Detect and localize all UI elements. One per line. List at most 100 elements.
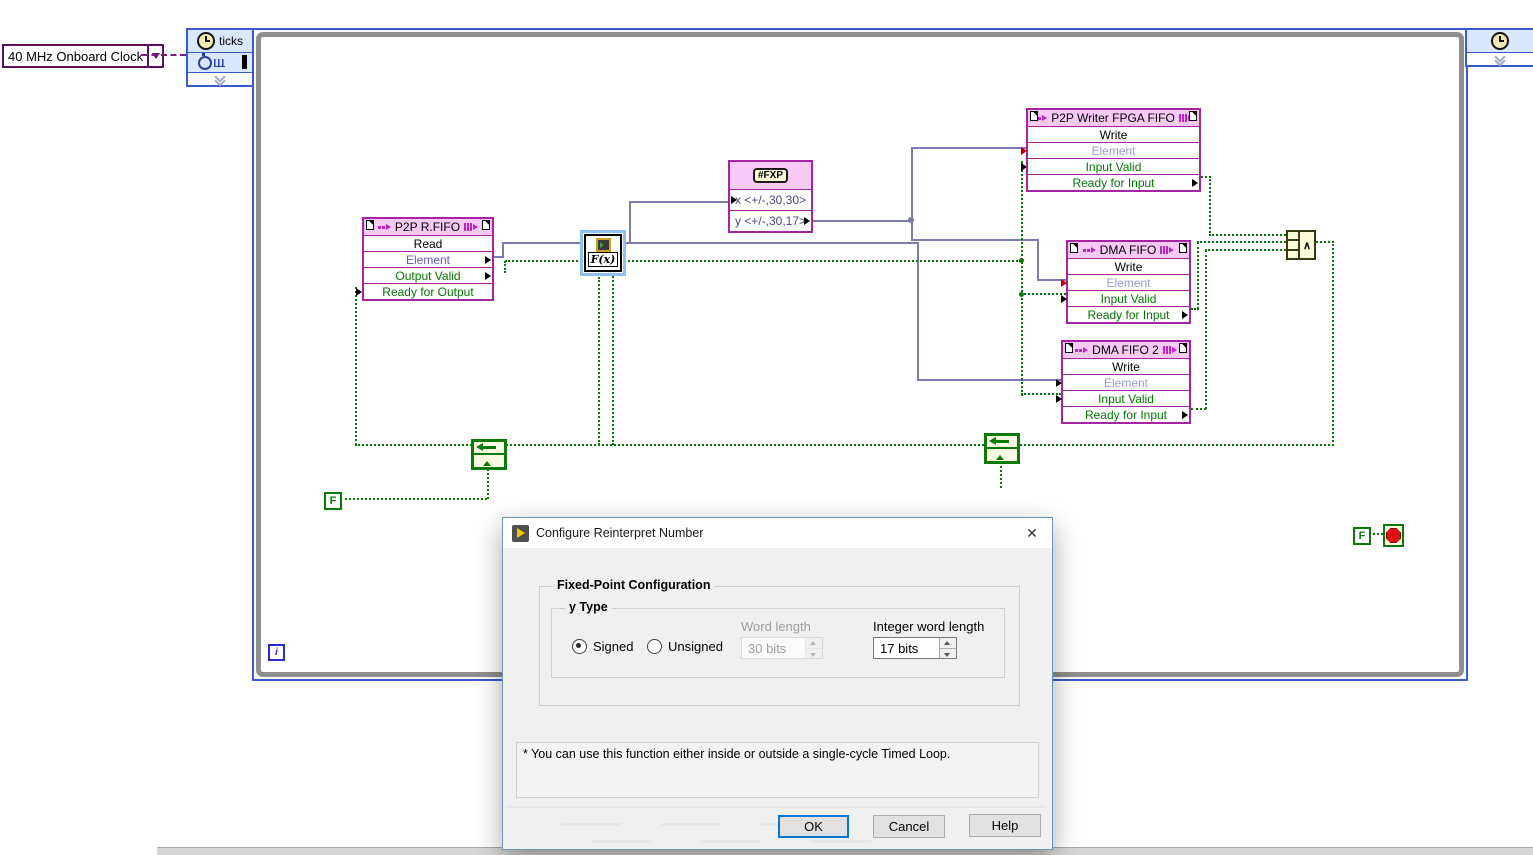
feedback-enable-terminal [483,461,491,466]
input-terminal-icon [1021,162,1027,171]
wire-reinterpret-out [620,242,919,244]
stop-sign-icon [1386,528,1401,543]
integer-word-length-spin-buttons[interactable] [939,638,956,658]
close-icon[interactable]: ✕ [1026,524,1038,541]
wire-rfi3-rise [1205,250,1207,409]
y-type-group: y Type [551,600,1005,678]
clock-dropdown[interactable] [147,46,162,66]
wire-to-fxp-x [629,201,728,203]
spin-down-icon[interactable] [940,648,956,658]
dma-fifo2-title: DMA FIFO 2 [1092,343,1159,357]
word-length-spinner: 30 bits [741,637,823,659]
dma-fifo-title: DMA FIFO [1099,243,1157,257]
method-row: Read [364,236,492,252]
ticks-label: ticks [219,34,243,48]
feedback-node-1[interactable] [471,439,507,470]
ready-for-output-row: Ready for Output [356,284,492,299]
timed-loop-input-node[interactable]: ticks [186,28,254,87]
wire-to-readyforoutput [355,287,357,445]
dogear-icon [482,220,490,230]
dogear-icon [1030,111,1038,121]
wire-and-drop [1332,241,1334,446]
wire-rfi2-rise [1197,242,1199,309]
wire-y-drop [1037,240,1039,281]
feedback-enable-terminal [996,455,1004,460]
integer-word-length-spinner[interactable]: 17 bits [873,637,957,659]
feedback-divider [474,453,504,455]
timed-loop-right-collapse-row[interactable] [1467,51,1533,67]
wire-and-out [1313,241,1334,243]
dma-fifo2-node[interactable]: DMA FIFO 2 Write Element Input Valid Rea… [1056,340,1191,424]
wire-element-out [494,256,504,258]
ok-button[interactable]: OK [778,815,849,838]
p2p-writer-fifo-node[interactable]: P2P Writer FPGA FIFO Write Element Input… [1021,108,1201,192]
dogear-icon [1189,111,1197,121]
false-constant-stop[interactable]: F [1353,527,1371,545]
waveform-icon [214,58,225,67]
fifo-write-icon [377,224,391,230]
wire-y-trunk [911,148,913,241]
ghost-dash [591,840,651,843]
spin-up-icon[interactable] [940,638,956,649]
p2p-read-fifo-node[interactable]: P2P R.FIFO Read Element Output Valid Rea… [356,217,494,301]
wire-rfi3-to-and [1205,249,1286,251]
ghost-dash [811,840,871,843]
unsigned-radio[interactable]: Unsigned [647,639,723,654]
ghost-dash [701,840,761,843]
word-length-spin-buttons [805,638,822,658]
timed-loop-source-row [188,52,252,73]
dma-fifo-node[interactable]: DMA FIFO Write Element Input Valid Ready… [1061,240,1191,324]
timed-loop-collapse-row[interactable] [188,71,252,87]
false-constant[interactable]: F [324,492,342,510]
input-valid-row: Input Valid [1061,291,1189,307]
timed-loop-clock-row: ticks [188,30,252,53]
onboard-clock-label: 40 MHz Onboard Clock [8,48,144,64]
wire-junction-dot [908,217,914,223]
wire-to-p2pwriter-element [911,147,1028,149]
output-terminal-icon [1192,178,1198,187]
output-terminal-icon [1182,410,1188,419]
coerced-input-terminal-icon [1021,146,1027,155]
fxp-config-node[interactable]: #FXP x <+/-,30,30> y <+/-,30,17> [728,160,813,233]
and-input-terminals [1288,232,1300,258]
iteration-terminal[interactable]: i [268,644,285,661]
cancel-button[interactable]: Cancel [873,815,945,838]
loop-stop-terminal[interactable] [1383,524,1404,547]
fifo-write-icon [1075,347,1089,353]
wire-rfi1-to-and [1209,234,1286,236]
dma-fifo-header: DMA FIFO [1068,242,1189,259]
method-row: Write [1063,359,1189,375]
wire-raw-trunk [917,242,919,381]
p2p-writer-header: P2P Writer FPGA FIFO [1028,110,1199,127]
reinterpret-number-node[interactable]: F(x) [580,230,626,276]
ready-for-input-row: Ready for Input [1028,175,1199,190]
onboard-clock-constant[interactable]: 40 MHz Onboard Clock [2,44,165,68]
feedback-node-2[interactable] [984,433,1020,464]
wire-to-dma-valid [1021,293,1066,295]
element-row: Element [1056,375,1189,391]
dogear-icon [1070,243,1078,253]
signed-radio[interactable]: Signed [572,639,633,654]
word-length-label: Word length [741,619,811,634]
timed-loop-output-node[interactable] [1465,28,1533,67]
dogear-icon [1179,343,1187,353]
compound-and-node[interactable]: ∧ [1286,230,1316,260]
fxp-y-row: y <+/-,30,17> [730,211,811,231]
clock-wire [142,54,186,56]
element-row: Element [1061,275,1189,291]
dropdown-arrow-icon [151,53,160,59]
spin-up-icon [806,638,822,649]
dogear-icon [366,220,374,230]
output-terminal-icon [485,271,491,280]
wire-element-riser [502,243,504,257]
input-terminal-icon [1056,394,1062,403]
wire-feedback2-enable [1000,459,1002,488]
word-length-value: 30 bits [748,640,787,656]
input-terminal-icon [1056,378,1062,387]
element-row: Element [364,252,492,268]
configure-reinterpret-dialog[interactable]: Configure Reinterpret Number ✕ Fixed-Poi… [502,517,1053,850]
feedback-divider [987,447,1017,449]
p2p-read-header: P2P R.FIFO [364,219,492,236]
help-button[interactable]: Help [969,814,1041,837]
wire-junction-dot [1019,258,1024,263]
